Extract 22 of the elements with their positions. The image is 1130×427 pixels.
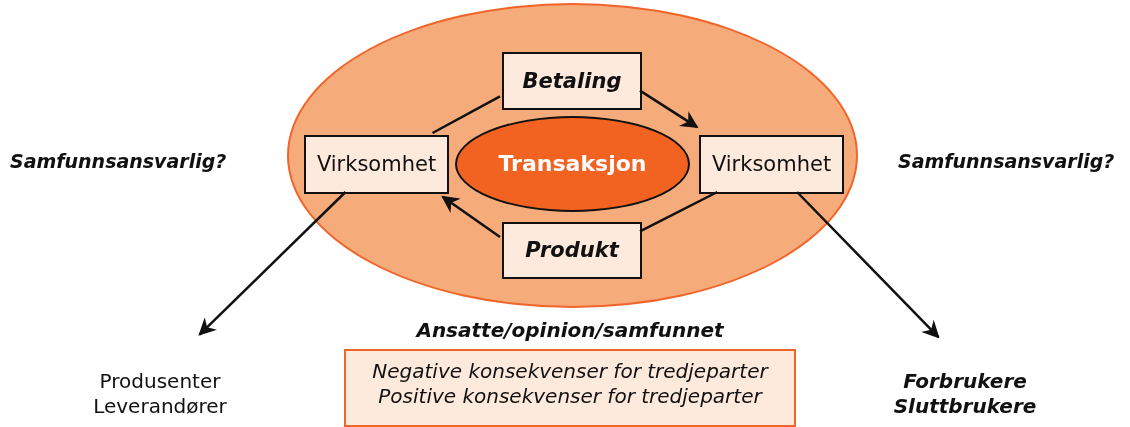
ellipse-label: Transaksjon <box>498 150 647 178</box>
box-label: Produkt <box>525 237 619 264</box>
process-box <box>502 52 642 110</box>
note-text: Positive konsekvenser for tredjeparter <box>378 384 762 409</box>
box-label: Virksomhet <box>711 151 832 178</box>
process-box <box>304 135 449 194</box>
group-label: Leverandører <box>93 394 227 419</box>
question-label: Samfunnsansvarlig? <box>898 150 1115 172</box>
arrow <box>796 191 940 339</box>
question-label: Samfunnsansvarlig? <box>10 150 227 172</box>
box-label: Virksomhet <box>316 151 437 178</box>
group-label: Produsenter <box>99 369 221 394</box>
process-box <box>699 135 844 194</box>
box-label: Betaling <box>522 67 622 95</box>
note-heading: Ansatte/opinion/samfunnet <box>416 318 724 343</box>
note-text: Negative konsekvenser for tredjeparter <box>372 359 768 384</box>
arrow <box>198 191 347 336</box>
arrow <box>441 195 501 239</box>
group-label: Sluttbrukere <box>893 394 1037 419</box>
process-box <box>502 222 642 279</box>
group-label: Forbrukere <box>903 369 1027 394</box>
arrow <box>639 89 699 129</box>
